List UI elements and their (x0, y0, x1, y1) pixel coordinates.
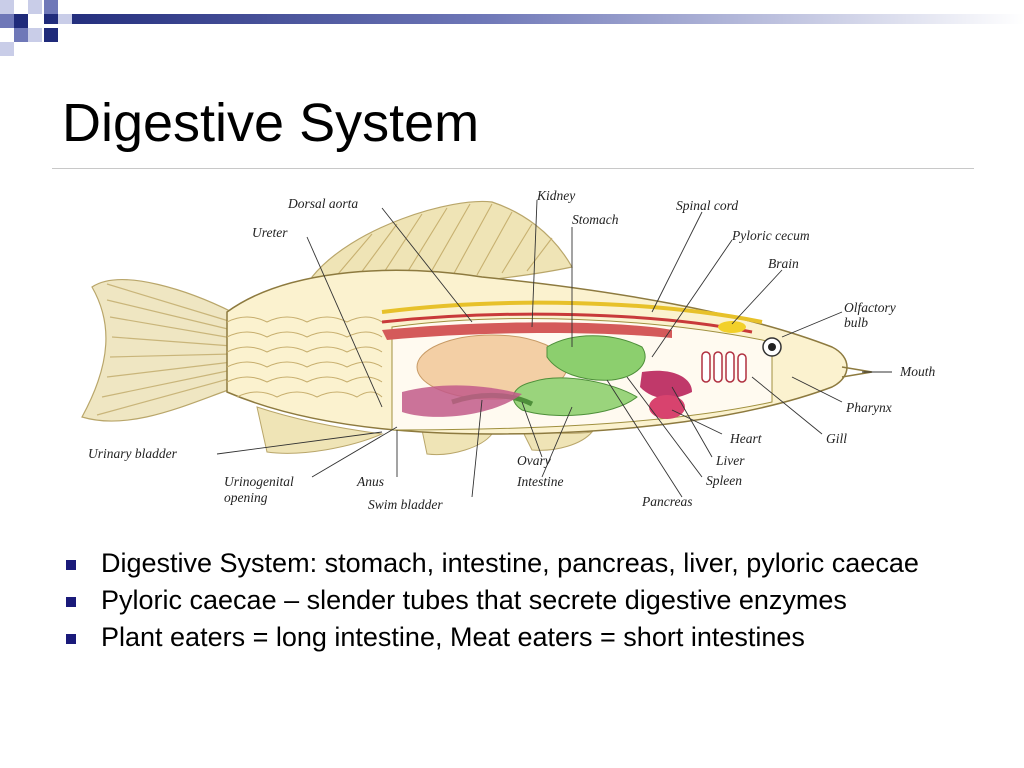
label-liver: Liver (715, 453, 745, 468)
label-olfactory: Olfactory (844, 300, 896, 315)
square-bullet-icon (66, 597, 76, 607)
brain (718, 321, 746, 333)
label-urinary-bladder: Urinary bladder (88, 446, 178, 461)
gills (701, 351, 747, 383)
label-ovary: Ovary (517, 453, 551, 468)
label-ureter: Ureter (252, 225, 288, 240)
label-brain: Brain (768, 256, 799, 271)
bullet-list: Digestive System: stomach, intestine, pa… (66, 548, 966, 659)
label-pyloric-cecum: Pyloric cecum (731, 228, 810, 243)
bullet-item: Pyloric caecae – slender tubes that secr… (66, 585, 966, 616)
bullet-item: Plant eaters = long intestine, Meat eate… (66, 622, 966, 653)
bullet-text: Digestive System: stomach, intestine, pa… (101, 548, 919, 578)
slide-title: Digestive System (62, 93, 480, 153)
dorsal-aorta (381, 312, 753, 334)
bullet-text: Pyloric caecae – slender tubes that secr… (101, 585, 847, 615)
label-bulb: bulb (844, 315, 868, 330)
liver (640, 370, 692, 399)
label-mouth: Mouth (899, 364, 935, 379)
tail-fin (81, 279, 238, 422)
label-opening: opening (224, 490, 268, 505)
lower-fins (256, 406, 594, 456)
kidney (382, 322, 672, 340)
label-heart: Heart (729, 431, 763, 446)
label-intestine: Intestine (516, 474, 564, 489)
heart (649, 395, 685, 419)
label-pharynx: Pharynx (845, 400, 892, 415)
title-divider (52, 168, 974, 169)
label-pancreas: Pancreas (641, 494, 693, 509)
square-bullet-icon (66, 634, 76, 644)
label-swim-bladder: Swim bladder (368, 497, 443, 512)
label-spleen: Spleen (706, 473, 742, 488)
label-dorsal-aorta: Dorsal aorta (287, 196, 358, 211)
label-anus: Anus (356, 474, 384, 489)
top-gradient-bar (44, 14, 1024, 24)
stomach (546, 335, 646, 381)
fish-anatomy-diagram: Dorsal aorta Kidney Stomach Spinal cord … (81, 188, 935, 512)
label-urinogenital: Urinogenital (224, 474, 294, 489)
label-gill: Gill (826, 431, 847, 446)
label-stomach: Stomach (572, 212, 619, 227)
scales (226, 316, 383, 398)
spinal-cord (381, 300, 763, 324)
label-leaders (216, 199, 892, 498)
label-kidney: Kidney (536, 188, 575, 203)
ovary (402, 385, 522, 417)
bullet-item: Digestive System: stomach, intestine, pa… (66, 548, 966, 579)
label-spinal-cord: Spinal cord (676, 198, 738, 213)
bullet-text: Plant eaters = long intestine, Meat eate… (101, 622, 805, 652)
corner-decoration (0, 0, 1024, 56)
square-bullet-icon (66, 560, 76, 570)
